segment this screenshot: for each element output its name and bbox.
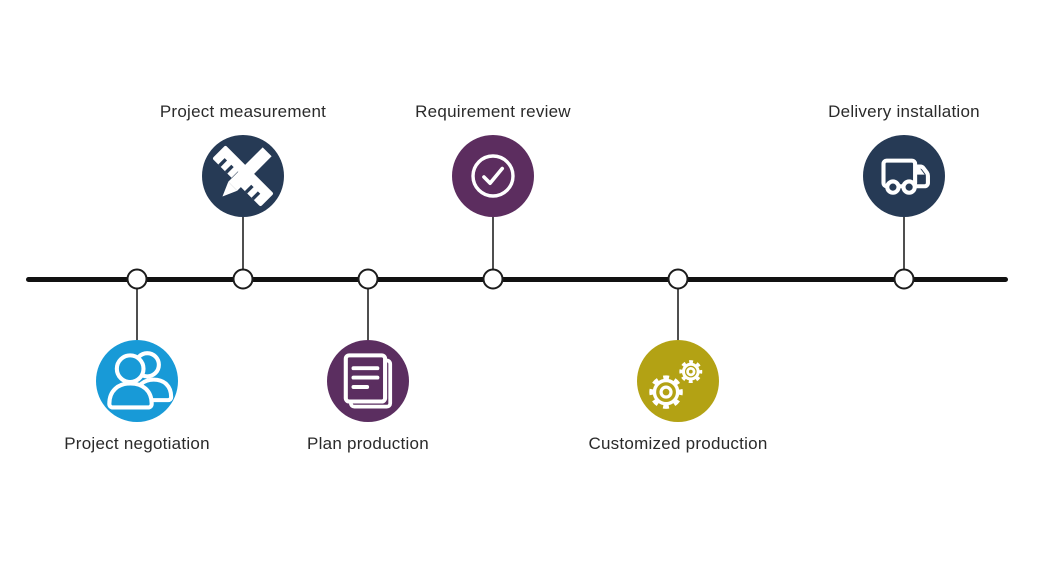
stage-icon-bubble [452,135,534,217]
connector-line [492,217,494,279]
timeline-dot [126,268,148,290]
timeline-axis [26,277,1008,282]
timeline-dot [482,268,504,290]
timeline-dot [893,268,915,290]
stage-label: Project measurement [159,102,327,121]
document-icon [327,340,409,422]
stage-icon-bubble [202,135,284,217]
timeline-dot [667,268,689,290]
stage-icon-bubble [637,340,719,422]
stage-icon-bubble [327,340,409,422]
check-circle-icon [452,135,534,217]
people-icon [96,340,178,422]
timeline-dot [232,268,254,290]
truck-icon [863,135,945,217]
timeline-dot [357,268,379,290]
stage-label: Plan production [307,434,429,453]
connector-line [903,217,905,279]
stage-label: Customized production [588,434,768,453]
connector-line [136,279,138,340]
stage-label: Requirement review [415,102,571,121]
stage-label: Delivery installation [828,102,980,121]
connector-line [367,279,369,340]
stage-icon-bubble [863,135,945,217]
connector-line [242,217,244,279]
gears-icon [637,340,719,422]
ruler-pencil-icon [202,135,284,217]
stage-label: Project negotiation [64,434,210,453]
stage-icon-bubble [96,340,178,422]
connector-line [677,279,679,340]
